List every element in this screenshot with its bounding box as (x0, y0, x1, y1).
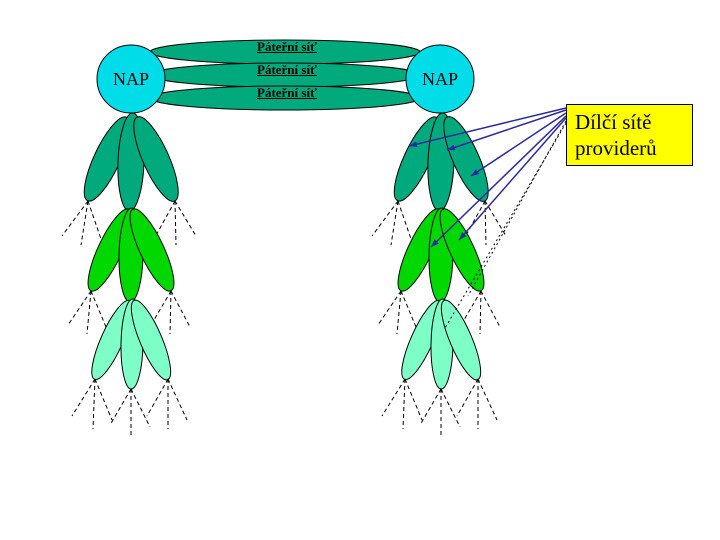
backbone-label-2: Páteřní síť (257, 62, 317, 77)
backbone-label-3: Páteřní síť (257, 85, 317, 100)
callout-arrows (408, 107, 567, 329)
callout-arrow-3 (470, 112, 567, 177)
callout-box: Dílčí sítě providerů (566, 104, 693, 166)
callout-arrow-2 (446, 109, 567, 151)
callout-arrow-1 (408, 107, 567, 148)
callout-dotted-line-1 (467, 120, 567, 297)
callout-arrow-4 (430, 115, 567, 248)
nap-right-label: NAP (421, 69, 458, 89)
callout-arrow-5 (458, 117, 567, 241)
nap-left-label: NAP (112, 69, 149, 89)
backbone-label-1: Páteřní síť (257, 39, 317, 54)
callout-line-1: Dílčí sítě (575, 110, 652, 134)
subnet-tree-left (61, 111, 197, 439)
callout-line-2: providerů (575, 136, 657, 160)
subnet-tree-right (371, 111, 507, 439)
nap-left-circle (96, 44, 166, 114)
nap-right-circle (405, 44, 475, 114)
